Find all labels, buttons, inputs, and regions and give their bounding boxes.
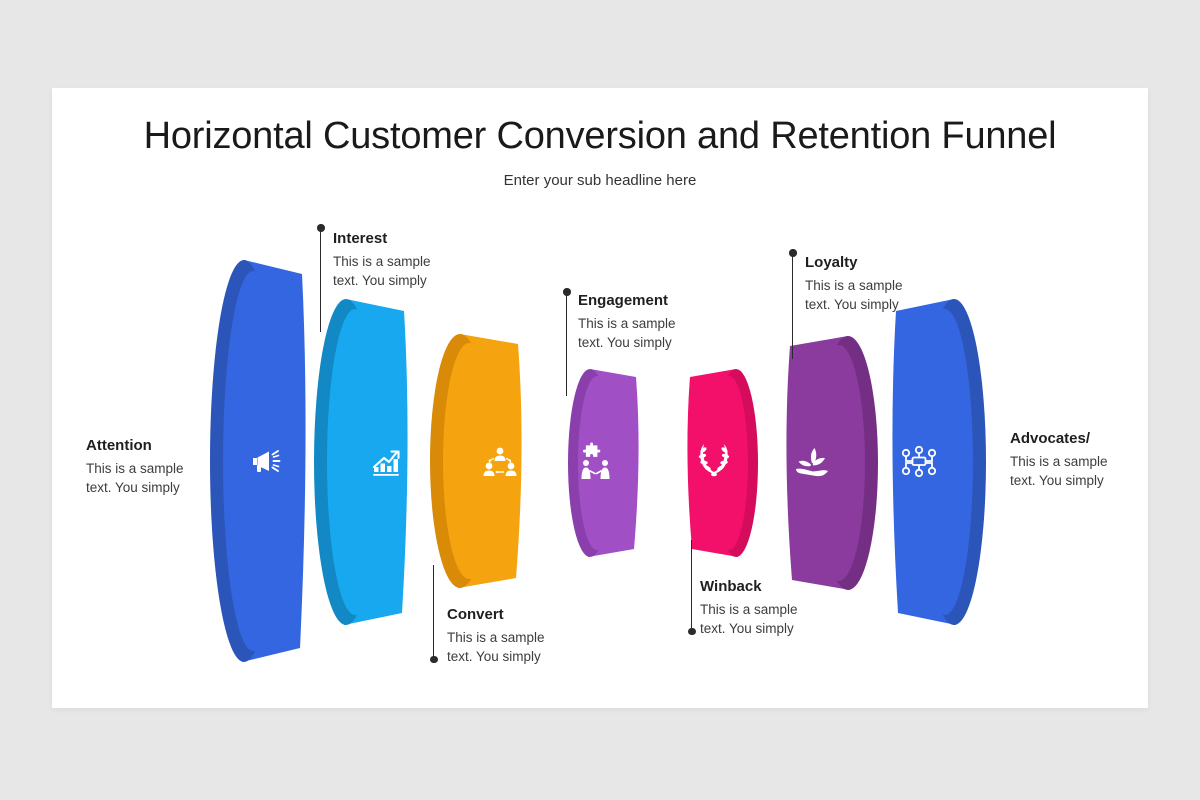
page-subtitle: Enter your sub headline here bbox=[503, 172, 697, 189]
stage-description: This is a sample text. You simply bbox=[333, 254, 431, 289]
stage-title: Advocates/ bbox=[1010, 430, 1091, 447]
stage-label-attention[interactable]: Attention This is a sample text. You sim… bbox=[86, 437, 204, 497]
stage-title: Convert bbox=[447, 606, 504, 623]
page-title: Horizontal Customer Conversion and Reten… bbox=[143, 115, 1057, 157]
stage-description: This is a sample text. You simply bbox=[447, 630, 545, 665]
stage-label-advocates[interactable]: Advocates/ This is a sample text. You si… bbox=[1010, 430, 1128, 490]
stage-title: Engagement bbox=[578, 292, 669, 309]
funnel-segment-loyalty[interactable] bbox=[782, 332, 880, 594]
funnel-segment-advocates[interactable] bbox=[888, 295, 988, 628]
funnel-segment-winback[interactable] bbox=[684, 365, 760, 560]
funnel-segment-attention[interactable] bbox=[208, 256, 310, 666]
stage-title: Attention bbox=[86, 437, 152, 454]
funnel-segment-interest[interactable] bbox=[312, 295, 412, 628]
stage-label-interest[interactable]: Interest This is a sample text. You simp… bbox=[333, 230, 451, 290]
stage-description: This is a sample text. You simply bbox=[86, 461, 184, 496]
stage-label-loyalty[interactable]: Loyalty This is a sample text. You simpl… bbox=[805, 254, 923, 314]
stage-title: Loyalty bbox=[805, 254, 858, 271]
stage-label-engagement[interactable]: Engagement This is a sample text. You si… bbox=[578, 292, 696, 352]
stage-label-winback[interactable]: Winback This is a sample text. You simpl… bbox=[700, 578, 818, 638]
stage-title: Winback bbox=[700, 578, 762, 595]
stage-description: This is a sample text. You simply bbox=[1010, 454, 1108, 489]
stage-description: This is a sample text. You simply bbox=[578, 316, 676, 351]
stage-description: This is a sample text. You simply bbox=[700, 602, 798, 637]
funnel-segment-engagement[interactable] bbox=[566, 365, 642, 560]
funnel-segment-convert[interactable] bbox=[428, 330, 526, 592]
stage-title: Interest bbox=[333, 230, 388, 247]
stage-label-convert[interactable]: Convert This is a sample text. You simpl… bbox=[447, 606, 565, 666]
stage-description: This is a sample text. You simply bbox=[805, 278, 903, 313]
